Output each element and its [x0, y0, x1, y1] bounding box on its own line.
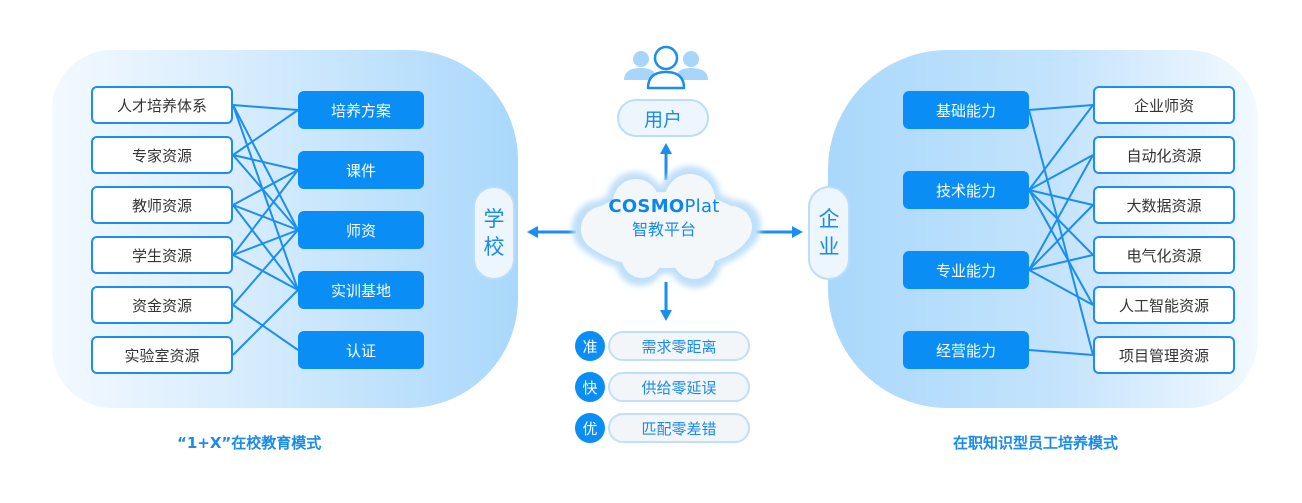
school-output-box: 实训基地	[298, 271, 424, 309]
feature-badge: 准	[575, 331, 605, 361]
arrow-right	[756, 226, 803, 238]
feature-badge: 优	[575, 413, 605, 443]
users-icon	[624, 45, 708, 90]
school-resource-box: 实验室资源	[91, 336, 233, 374]
feature-text: 匹配零差错	[608, 413, 750, 443]
brand-bold: COSMO	[608, 196, 685, 217]
enterprise-ability-box: 基础能力	[903, 91, 1029, 129]
school-output-box: 认证	[298, 331, 424, 369]
enterprise-ability-box: 技术能力	[903, 171, 1029, 209]
school-label-char: 校	[483, 235, 505, 259]
school-resource-box: 资金资源	[91, 286, 233, 324]
feature-badge: 快	[575, 372, 605, 402]
enterprise-ability-box: 经营能力	[903, 331, 1029, 369]
platform-title: COSMOPlat 智教平台	[566, 196, 762, 242]
school-resource-box: 专家资源	[91, 136, 233, 174]
school-resource-box: 人才培养体系	[91, 86, 233, 124]
platform-subtitle: 智教平台	[631, 220, 696, 239]
enterprise-resource-box: 人工智能资源	[1093, 286, 1235, 324]
enterprise-ability-box: 专业能力	[903, 251, 1029, 289]
enterprise-resource-box: 企业师资	[1093, 86, 1235, 124]
enterprise-label-char: 业	[818, 235, 840, 259]
user-label: 用户	[617, 99, 709, 137]
school-output-box: 培养方案	[298, 91, 424, 129]
brand-light: Plat	[684, 196, 720, 217]
school-output-box: 课件	[298, 151, 424, 189]
feature-text: 需求零距离	[608, 331, 750, 361]
school-resource-box: 学生资源	[91, 236, 233, 274]
enterprise-resource-box: 项目管理资源	[1093, 336, 1235, 374]
enterprise-label-char: 企	[818, 207, 840, 231]
school-resource-box: 教师资源	[91, 186, 233, 224]
enterprise-label: 企 业	[808, 186, 850, 280]
enterprise-caption: 在职知识型员工培养模式	[953, 434, 1119, 452]
school-label: 学 校	[473, 186, 515, 280]
school-label-char: 学	[483, 207, 505, 231]
arrow-up	[660, 143, 672, 180]
enterprise-resource-box: 自动化资源	[1093, 136, 1235, 174]
enterprise-resource-box: 电气化资源	[1093, 236, 1235, 274]
school-output-box: 师资	[298, 211, 424, 249]
enterprise-resource-box: 大数据资源	[1093, 186, 1235, 224]
brand-logo: COSMOPlat	[566, 196, 762, 218]
school-caption: “1+X”在校教育模式	[177, 434, 322, 452]
arrow-down	[660, 282, 672, 321]
feature-text: 供给零延误	[608, 372, 750, 402]
